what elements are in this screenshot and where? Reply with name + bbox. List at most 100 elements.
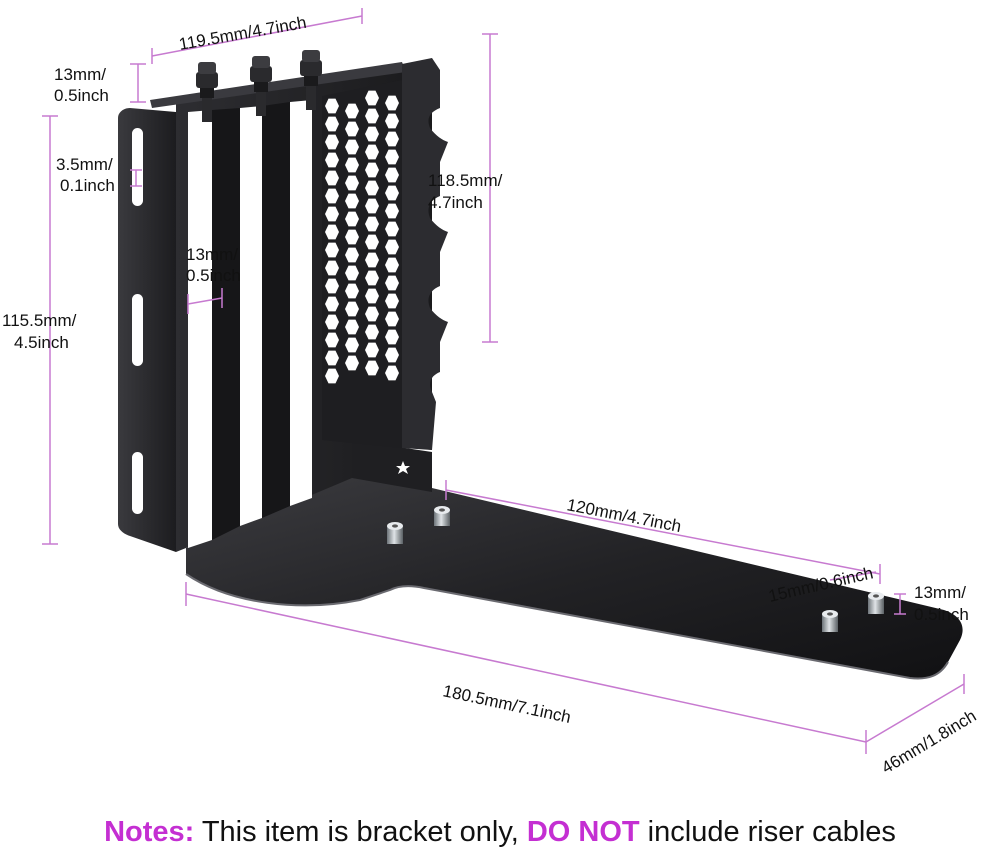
vent-hole	[385, 131, 399, 147]
label-slot-width-1: 13mm/	[186, 245, 238, 264]
vent-hole	[385, 347, 399, 363]
dim-line-slot-width	[187, 297, 223, 305]
dim-line-base-length	[445, 489, 881, 575]
vent-hole	[365, 306, 379, 322]
vent-hole	[365, 144, 379, 160]
vent-hole	[365, 216, 379, 232]
side-slot-1	[132, 128, 143, 206]
vent-hole	[345, 247, 359, 263]
vent-hole	[345, 211, 359, 227]
vent-hole	[365, 90, 379, 106]
vent-hole	[345, 283, 359, 299]
vent-hole	[325, 188, 339, 204]
label-standoff-height-2: 0.5inch	[914, 605, 969, 624]
label-slot-gap-1: 3.5mm/	[56, 155, 113, 174]
vent-hole	[325, 98, 339, 114]
vent-hole	[325, 152, 339, 168]
side-plate	[118, 108, 176, 552]
vent-hole	[365, 126, 379, 142]
vent-hole	[325, 206, 339, 222]
vent-hole	[385, 329, 399, 345]
vent-hole	[385, 221, 399, 237]
label-slot-gap-2: 0.1inch	[60, 176, 115, 195]
vent-panel	[322, 80, 402, 448]
label-depth: 46mm/1.8inch	[878, 706, 979, 777]
base-plate-edge	[185, 573, 949, 680]
vent-hole	[325, 314, 339, 330]
vent-hole	[385, 239, 399, 255]
standoff-4	[868, 592, 884, 614]
side-slot-3	[132, 452, 143, 514]
vent-hole	[365, 270, 379, 286]
dimension-lines	[42, 8, 965, 754]
label-slot-width-2: 0.5inch	[186, 266, 241, 285]
vent-hole	[345, 103, 359, 119]
vent-hole	[385, 257, 399, 273]
slot-window-3	[290, 100, 312, 506]
vent-hole	[365, 360, 379, 376]
label-left-height-2: 4.5inch	[14, 333, 69, 352]
vent-hole	[345, 193, 359, 209]
standoff-3	[822, 610, 838, 632]
notes-emphasis: DO NOT	[526, 816, 640, 848]
thumb-screw-1	[196, 62, 218, 122]
label-total-length: 180.5mm/7.1inch	[441, 681, 573, 727]
vent-hole	[385, 95, 399, 111]
dim-line-depth	[865, 683, 965, 743]
label-top-width: 119.5mm/4.7inch	[177, 13, 307, 54]
vent-hole	[325, 332, 339, 348]
vent-hole	[385, 365, 399, 381]
vent-hole	[325, 260, 339, 276]
vent-hole	[385, 185, 399, 201]
vent-hole	[345, 121, 359, 137]
vent-hole	[345, 355, 359, 371]
vent-hole	[345, 139, 359, 155]
vent-hole	[365, 288, 379, 304]
label-left-height-1: 115.5mm/	[2, 311, 77, 330]
slot-window-1	[188, 110, 212, 548]
vent-hole	[385, 203, 399, 219]
notes-text-after: include riser cables	[639, 816, 896, 848]
standoff-2	[434, 506, 450, 526]
vent-hole	[325, 134, 339, 150]
honeycomb-vents	[325, 90, 399, 384]
vent-hole	[345, 319, 359, 335]
slot-bar-1	[212, 108, 240, 540]
standoff-1	[387, 522, 403, 544]
vent-hole	[325, 242, 339, 258]
label-top-tab-1: 13mm/	[54, 65, 106, 84]
corner-gusset	[352, 440, 432, 492]
vent-hole	[345, 157, 359, 173]
io-shield-edge	[402, 58, 448, 450]
notes-caption: Notes: This item is bracket only, DO NOT…	[0, 816, 1000, 849]
label-standoff-height-1: 13mm/	[914, 583, 966, 602]
notes-label: Notes:	[104, 816, 195, 848]
vent-hole	[325, 224, 339, 240]
vent-hole	[365, 324, 379, 340]
vent-hole	[365, 234, 379, 250]
slot-bar-2	[262, 102, 290, 518]
vent-hole	[325, 116, 339, 132]
vent-hole	[345, 301, 359, 317]
side-slot-2	[132, 294, 143, 366]
slot-window-2	[240, 106, 262, 526]
vent-hole	[385, 311, 399, 327]
thumb-screw-3	[300, 50, 322, 110]
vent-hole	[365, 198, 379, 214]
bracket-illustration	[118, 50, 963, 680]
vent-hole	[385, 275, 399, 291]
vent-hole	[365, 342, 379, 358]
vent-hole	[345, 265, 359, 281]
vent-hole	[385, 293, 399, 309]
vent-hole	[365, 108, 379, 124]
vent-hole	[325, 368, 339, 384]
label-right-height-2: 4.7inch	[428, 193, 483, 212]
vent-hole	[325, 278, 339, 294]
dim-line-total-length	[185, 593, 867, 743]
vent-hole	[325, 296, 339, 312]
base-plate	[186, 474, 963, 679]
vent-hole	[345, 337, 359, 353]
thumb-screw-2	[250, 56, 272, 116]
vent-hole	[325, 170, 339, 186]
